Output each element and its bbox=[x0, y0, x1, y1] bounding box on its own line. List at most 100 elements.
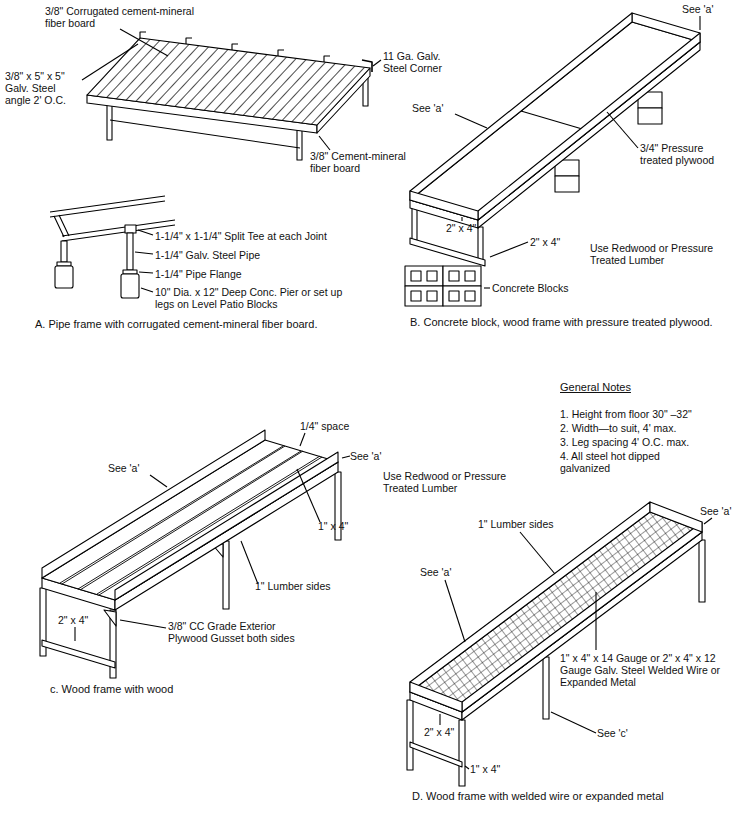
pipe-frame-bench-part bbox=[61, 241, 67, 262]
welded-wire-bench bbox=[407, 502, 712, 786]
pipe-frame-bench-part bbox=[319, 136, 330, 150]
block-frame-bench-part bbox=[490, 242, 528, 257]
figure-caption: A. Pipe frame with corrugated cement-min… bbox=[35, 318, 335, 331]
reference-label: See 'a' bbox=[682, 3, 727, 15]
pipe-frame-bench-part bbox=[57, 262, 71, 266]
wood-frame-bench-part bbox=[42, 440, 338, 600]
dimension-label: 1/4" space bbox=[300, 420, 365, 432]
pipe-frame-bench-part bbox=[121, 274, 139, 298]
block-frame-bench-part bbox=[484, 287, 490, 288]
reference-label: See 'a' bbox=[108, 462, 153, 474]
pipe-frame-bench-part bbox=[141, 288, 153, 292]
welded-wire-bench-part bbox=[445, 580, 465, 642]
reference-label: See 'a' bbox=[350, 450, 395, 462]
dimension-label: 1" x 4" bbox=[318, 520, 358, 532]
part-label: 10" Dia. x 12" Deep Conc. Pier or set up… bbox=[155, 286, 360, 310]
pipe-frame-bench-part bbox=[373, 60, 381, 66]
block-frame-bench-part bbox=[410, 13, 632, 200]
wood-frame-bench-part bbox=[42, 640, 115, 668]
welded-wire-bench-part bbox=[520, 532, 555, 574]
note-label: Use Redwood or Pressure Treated Lumber bbox=[383, 470, 508, 494]
pipe-frame-bench-part bbox=[54, 215, 69, 237]
wood-frame-bench-part bbox=[42, 430, 265, 578]
welded-wire-bench-part bbox=[595, 592, 596, 650]
wood-frame-bench-part bbox=[300, 433, 305, 446]
pipe-frame-bench-part bbox=[297, 130, 302, 160]
part-label: 1-1/4" Galv. Steel Pipe bbox=[155, 249, 315, 261]
part-label: 1" Lumber sides bbox=[478, 518, 568, 530]
reference-label: See 'a' bbox=[412, 102, 457, 114]
reference-label: See 'c' bbox=[597, 727, 642, 739]
welded-wire-bench-part bbox=[410, 682, 462, 712]
note-item: 4. All steel hot dipped galvanized bbox=[560, 450, 710, 474]
part-label: 3/8" Cement-mineral fiber board bbox=[310, 150, 425, 174]
pipe-frame-bench-part bbox=[107, 102, 112, 140]
welded-wire-bench-part bbox=[699, 540, 705, 602]
block-frame-bench-part bbox=[455, 114, 487, 128]
note-label: Use Redwood or Pressure Treated Lumber bbox=[590, 242, 725, 266]
figure-caption: B. Concrete block, wood frame with press… bbox=[410, 316, 720, 329]
wood-frame-bench-part bbox=[74, 627, 75, 641]
dimension-label: 2" x 4" bbox=[530, 236, 570, 248]
figure-caption: c. Wood frame with wood bbox=[50, 683, 300, 696]
welded-wire-bench-part bbox=[410, 742, 462, 767]
part-label: 1" x 4" x 14 Gauge or 2" x 4" x 12 Gauge… bbox=[560, 652, 725, 688]
block-frame-bench-part bbox=[521, 111, 589, 131]
wood-frame-bench-part bbox=[115, 452, 338, 600]
part-label: 1-1/4" Pipe Flange bbox=[155, 268, 315, 280]
wood-frame-bench-part bbox=[104, 610, 116, 626]
dimension-label: 1" x 4" bbox=[470, 763, 510, 775]
block-frame-bench-part bbox=[607, 112, 638, 148]
part-label: 1" Lumber sides bbox=[255, 580, 350, 592]
block-frame-bench-part bbox=[478, 227, 483, 261]
pipe-frame-bench-part bbox=[135, 252, 153, 254]
block-frame-bench-part bbox=[699, 16, 700, 30]
block-frame-bench-part bbox=[555, 176, 579, 192]
welded-wire-bench-part bbox=[439, 714, 440, 725]
pipe-frame-bench-part bbox=[362, 60, 372, 72]
dimension-label: 2" x 4" bbox=[58, 614, 94, 626]
pipe-frame-bench-part bbox=[120, 29, 168, 56]
wood-frame-bench-part bbox=[120, 620, 166, 628]
welded-wire-bench-part bbox=[650, 502, 702, 532]
pipe-frame-bench-part bbox=[140, 32, 330, 62]
part-label: 3/8" x 5" x 5" Galv. Steel angle 2' O.C. bbox=[5, 70, 81, 106]
figure-caption: D. Wood frame with welded wire or expand… bbox=[412, 790, 712, 803]
dimension-label: 2" x 4" bbox=[424, 726, 460, 738]
welded-wire-bench-part bbox=[465, 766, 469, 769]
part-label: 3/8" CC Grade Exterior Plywood Gusset bo… bbox=[168, 620, 318, 644]
part-label: 3/4" Pressure treated plywood bbox=[640, 142, 730, 166]
pipe-frame-bench-part bbox=[123, 270, 137, 274]
pipe-frame-bench-part bbox=[82, 44, 138, 80]
reference-label: See 'a' bbox=[420, 566, 465, 578]
wood-frame-bench bbox=[40, 430, 350, 678]
welded-wire-bench-part bbox=[551, 712, 596, 733]
pipe-frame-bench-part bbox=[87, 38, 370, 125]
wood-frame-bench-part bbox=[150, 475, 167, 487]
block-frame-bench-part bbox=[412, 207, 417, 240]
block-frame-bench-part bbox=[638, 108, 662, 124]
note-item: 3. Leg spacing 4' O.C. max. bbox=[560, 436, 740, 448]
pipe-frame-bench-part bbox=[127, 233, 133, 270]
welded-wire-bench-part bbox=[407, 700, 413, 770]
block-frame-bench-part bbox=[632, 13, 700, 42]
note-item: 1. Height from floor 30" –32" bbox=[560, 408, 740, 420]
wood-frame-bench-part bbox=[60, 446, 322, 595]
welded-wire-bench-part bbox=[704, 518, 712, 524]
wood-frame-bench-part bbox=[342, 456, 350, 458]
block-frame-bench-part bbox=[410, 238, 485, 266]
note-item: 2. Width—to suit, 4' max. bbox=[560, 422, 740, 434]
welded-wire-bench-part bbox=[410, 512, 702, 712]
pipe-frame-bench-part bbox=[125, 225, 136, 233]
block-frame-bench-part bbox=[410, 22, 700, 220]
dimension-label: 2" x 4" bbox=[446, 222, 480, 234]
part-label: 1-1/4" x 1-1/4" Split Tee at each Joint bbox=[155, 230, 365, 242]
notes-heading: General Notes bbox=[560, 381, 680, 394]
block-frame-bench-part bbox=[461, 217, 462, 221]
reference-label: See 'a' bbox=[700, 505, 744, 517]
pipe-frame-bench-part bbox=[55, 266, 73, 288]
block-frame-bench-part bbox=[410, 191, 478, 220]
welded-wire-bench-part bbox=[459, 720, 465, 786]
block-frame-bench-part bbox=[411, 271, 475, 301]
